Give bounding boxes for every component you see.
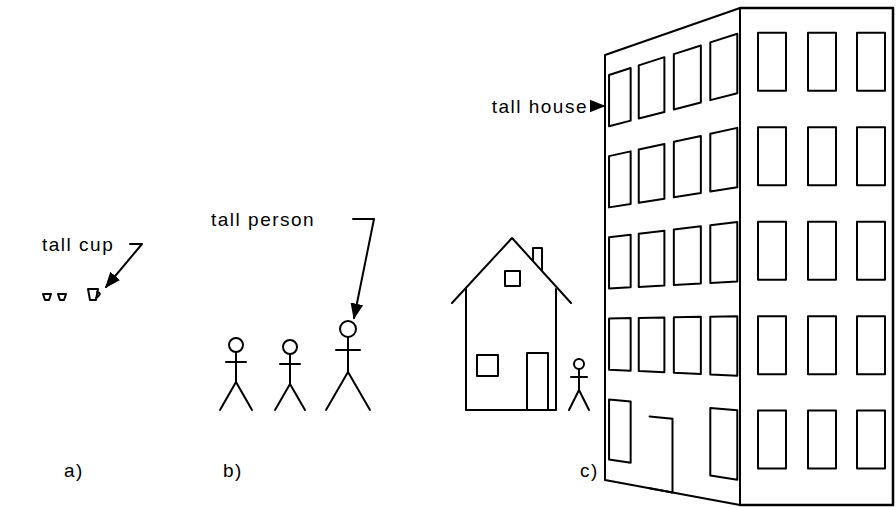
- building-window: [639, 144, 665, 203]
- person-body: [275, 354, 305, 410]
- person-body: [220, 352, 252, 410]
- person-head: [283, 340, 297, 354]
- building-window: [674, 45, 701, 109]
- building-window: [710, 222, 737, 283]
- building-window: [609, 235, 631, 289]
- building-window: [857, 127, 885, 185]
- small-cup: [43, 294, 51, 300]
- small-house: [452, 238, 571, 410]
- building-window: [808, 222, 836, 280]
- tall-building: [605, 8, 893, 505]
- cup-group: [43, 289, 100, 300]
- person-group: [220, 321, 370, 410]
- house-door: [527, 353, 548, 410]
- building-window: [710, 408, 737, 480]
- building-window: [710, 316, 737, 375]
- building-window: [808, 411, 836, 469]
- cup-handle: [96, 292, 100, 298]
- building-window: [639, 57, 665, 118]
- building-window: [609, 151, 631, 207]
- leader-line: [353, 219, 374, 318]
- small-person: [569, 359, 589, 410]
- leader-line: [591, 105, 604, 107]
- building-window: [674, 226, 701, 285]
- person-head: [229, 338, 243, 352]
- callout-label: tall person: [211, 210, 315, 229]
- building-window: [609, 400, 631, 463]
- person-head: [574, 359, 584, 369]
- building-window: [758, 316, 786, 374]
- building-right-face: [740, 8, 893, 505]
- building-window: [857, 222, 885, 280]
- building-window: [808, 127, 836, 185]
- building-window: [609, 318, 631, 371]
- house-window: [477, 355, 498, 376]
- building-window: [808, 316, 836, 374]
- panel-letter: c): [580, 461, 599, 480]
- house-window: [505, 271, 520, 286]
- building-window: [710, 128, 737, 192]
- building-window: [857, 33, 885, 91]
- tall-person-head: [340, 321, 356, 337]
- building-window: [857, 411, 885, 469]
- building-window: [609, 68, 631, 126]
- building-window: [857, 316, 885, 374]
- house-walls: [466, 289, 556, 410]
- building-window: [758, 33, 786, 91]
- building-window: [639, 317, 665, 372]
- panel-letter: b): [223, 461, 243, 480]
- building-window: [710, 34, 737, 100]
- small-cup: [58, 294, 66, 300]
- building-left-face: [605, 8, 740, 505]
- house-chimney: [533, 248, 542, 270]
- house-roof: [452, 238, 571, 303]
- building-window: [758, 222, 786, 280]
- tall-person-body: [326, 337, 370, 410]
- building-window: [758, 127, 786, 185]
- building-window: [758, 411, 786, 469]
- building-window: [674, 317, 701, 374]
- callout-label: tall house: [492, 97, 588, 116]
- callout-label: tall cup: [42, 235, 114, 254]
- building-door: [650, 416, 673, 492]
- building-window: [808, 33, 836, 91]
- person-body: [569, 369, 589, 410]
- building-window: [639, 231, 665, 287]
- building-window: [674, 136, 701, 197]
- panel-letter: a): [64, 461, 84, 480]
